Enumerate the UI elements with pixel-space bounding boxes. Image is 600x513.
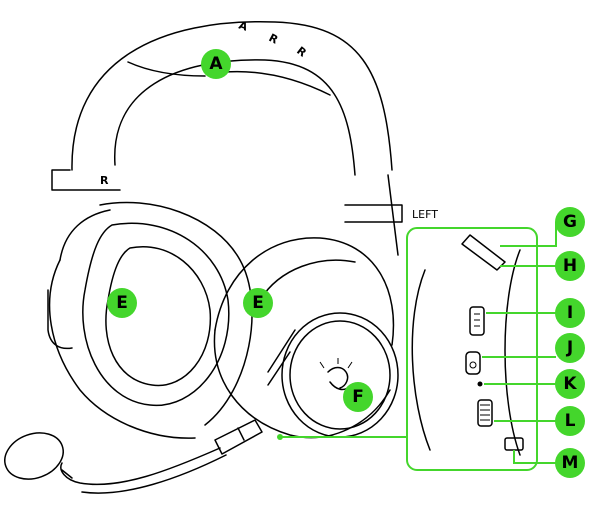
headband: [51, 21, 403, 256]
snake-logo-icon: [319, 358, 353, 391]
svg-text:A: A: [237, 19, 250, 34]
left-side-callout: [406, 227, 538, 471]
marker-h: H: [555, 251, 585, 281]
marker-l: L: [555, 406, 585, 436]
leader-dot: [277, 434, 283, 440]
svg-text:K: K: [563, 374, 577, 394]
svg-text:I: I: [567, 303, 573, 323]
svg-text:M: M: [562, 453, 579, 473]
side-label: LEFT: [412, 208, 438, 221]
marker-j: J: [555, 333, 585, 363]
svg-text:J: J: [566, 338, 573, 358]
svg-text:G: G: [563, 212, 577, 232]
svg-text:H: H: [563, 256, 577, 276]
marker-e-left: E: [107, 288, 137, 318]
marker-a: A: [201, 49, 231, 79]
marker-e-right: E: [243, 288, 273, 318]
left-earcup: [47, 201, 253, 439]
callout-leaders: [482, 222, 557, 464]
marker-k: K: [555, 369, 585, 399]
marker-g: G: [555, 207, 585, 237]
microphone-boom: [4, 419, 263, 494]
svg-text:A: A: [209, 54, 223, 74]
headband-letter: R: [100, 174, 109, 187]
svg-text:R: R: [267, 31, 281, 47]
marker-i: I: [555, 298, 585, 328]
svg-text:L: L: [565, 411, 576, 431]
svg-text:E: E: [252, 293, 264, 313]
svg-text:F: F: [352, 387, 364, 407]
marker-m: M: [555, 448, 585, 478]
svg-text:R: R: [294, 44, 309, 60]
svg-text:E: E: [116, 293, 128, 313]
right-earcup: [213, 237, 399, 439]
marker-f: F: [343, 382, 373, 412]
